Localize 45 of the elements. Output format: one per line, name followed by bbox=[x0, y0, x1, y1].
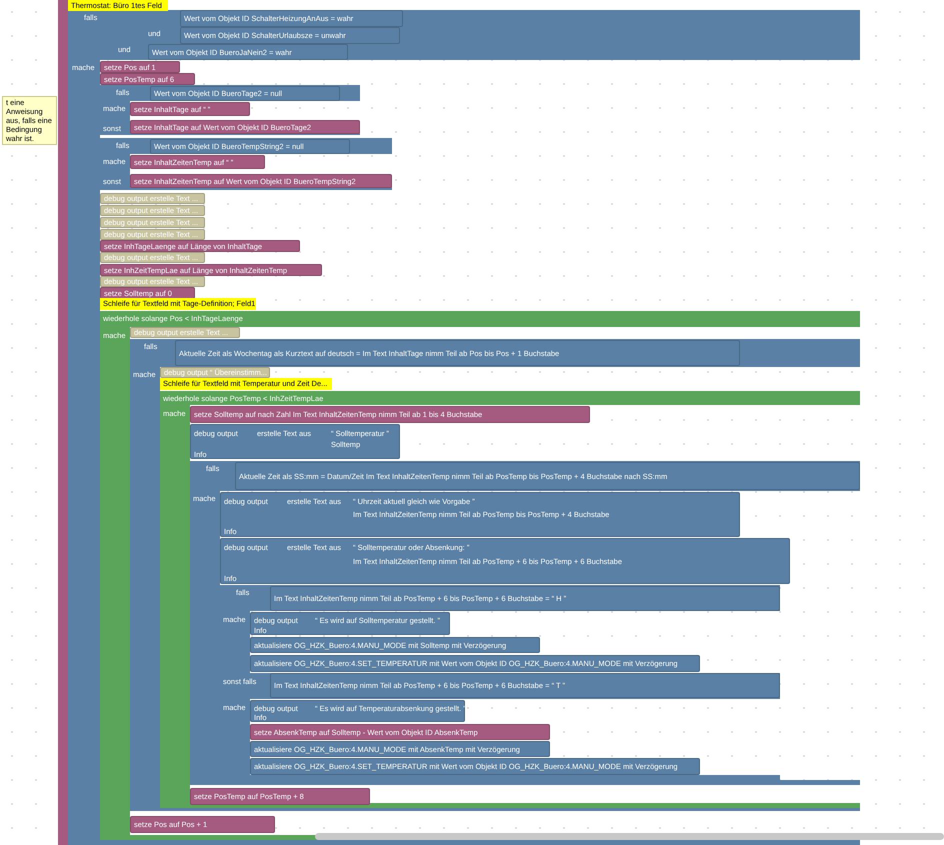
condition-block bbox=[270, 673, 780, 698]
debug-output-block bbox=[220, 492, 740, 537]
debug-output-block bbox=[250, 612, 450, 635]
debug-output-block bbox=[220, 538, 790, 584]
set-variable-block bbox=[130, 174, 392, 188]
condition-block bbox=[150, 139, 350, 154]
condition-block bbox=[180, 10, 403, 27]
set-variable-block bbox=[130, 102, 250, 116]
set-variable-block bbox=[130, 120, 360, 134]
disabled-debug-block bbox=[100, 205, 205, 216]
condition-block bbox=[150, 86, 340, 101]
if-block bbox=[100, 85, 360, 135]
if-block bbox=[220, 585, 780, 780]
set-variable-block bbox=[100, 240, 300, 252]
update-block bbox=[250, 758, 700, 775]
set-variable-block bbox=[190, 406, 590, 423]
disabled-debug-block bbox=[100, 252, 205, 263]
if-block bbox=[68, 10, 860, 845]
debug-output-block bbox=[190, 424, 400, 459]
disabled-debug-block bbox=[100, 217, 205, 228]
set-variable-block bbox=[130, 816, 275, 833]
condition-block bbox=[180, 27, 400, 44]
disabled-debug-block bbox=[100, 193, 205, 204]
update-block bbox=[250, 637, 540, 653]
set-variable-block bbox=[100, 264, 322, 276]
condition-block bbox=[270, 586, 780, 611]
disabled-debug-block bbox=[100, 276, 205, 287]
set-variable-block bbox=[130, 155, 265, 169]
set-variable-block bbox=[250, 724, 550, 740]
update-block bbox=[250, 741, 550, 757]
set-variable-block bbox=[100, 287, 195, 299]
if-block bbox=[190, 461, 860, 785]
debug-output-block bbox=[250, 700, 465, 722]
disabled-debug-block bbox=[160, 367, 270, 378]
update-block bbox=[250, 655, 700, 672]
if-block bbox=[100, 138, 392, 190]
set-variable-block bbox=[100, 61, 180, 73]
condition-block bbox=[148, 44, 348, 60]
set-variable-block bbox=[190, 788, 370, 805]
condition-block bbox=[175, 340, 740, 366]
disabled-debug-block bbox=[100, 229, 205, 240]
loop-block bbox=[160, 391, 860, 808]
disabled-debug-block bbox=[130, 327, 240, 338]
condition-block bbox=[235, 462, 860, 490]
set-variable-block bbox=[100, 73, 195, 85]
